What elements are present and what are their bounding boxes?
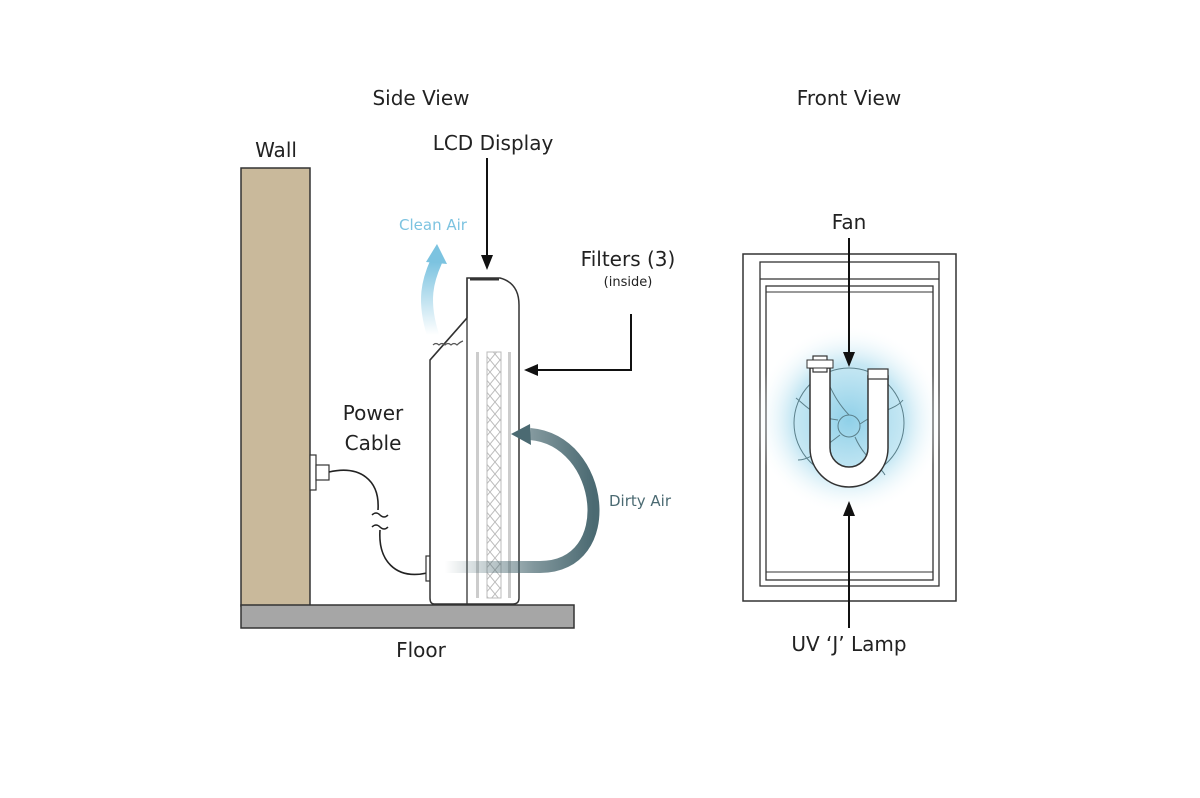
dirty-air-arrow	[445, 424, 600, 573]
dirty-air-label: Dirty Air	[609, 492, 672, 510]
fan-arrow	[843, 238, 855, 367]
uv-lamp-label: UV ‘J’ Lamp	[791, 632, 906, 656]
lcd-arrow	[481, 158, 493, 270]
power-label-line2: Cable	[345, 431, 402, 455]
power-label-line1: Power	[343, 401, 404, 425]
air-purifier-side	[429, 277, 520, 605]
filters-label: Filters (3)	[581, 247, 676, 271]
floor-label: Floor	[396, 638, 447, 662]
lcd-label: LCD Display	[433, 131, 554, 155]
side-view-title: Side View	[372, 86, 469, 110]
clean-air-arrow	[421, 244, 447, 341]
air-purifier-front	[742, 253, 957, 602]
uv-lamp-arrow	[843, 501, 855, 628]
clean-air-label: Clean Air	[399, 216, 468, 234]
front-view-title: Front View	[797, 86, 901, 110]
uv-lamp	[806, 355, 889, 488]
power-cable	[309, 454, 433, 582]
wall	[240, 167, 311, 607]
fan-label: Fan	[832, 210, 867, 234]
filters-arrow	[524, 314, 632, 376]
uv-glow	[754, 325, 944, 515]
floor	[240, 604, 575, 629]
wall-label: Wall	[255, 138, 297, 162]
filters-sublabel: (inside)	[604, 275, 653, 290]
